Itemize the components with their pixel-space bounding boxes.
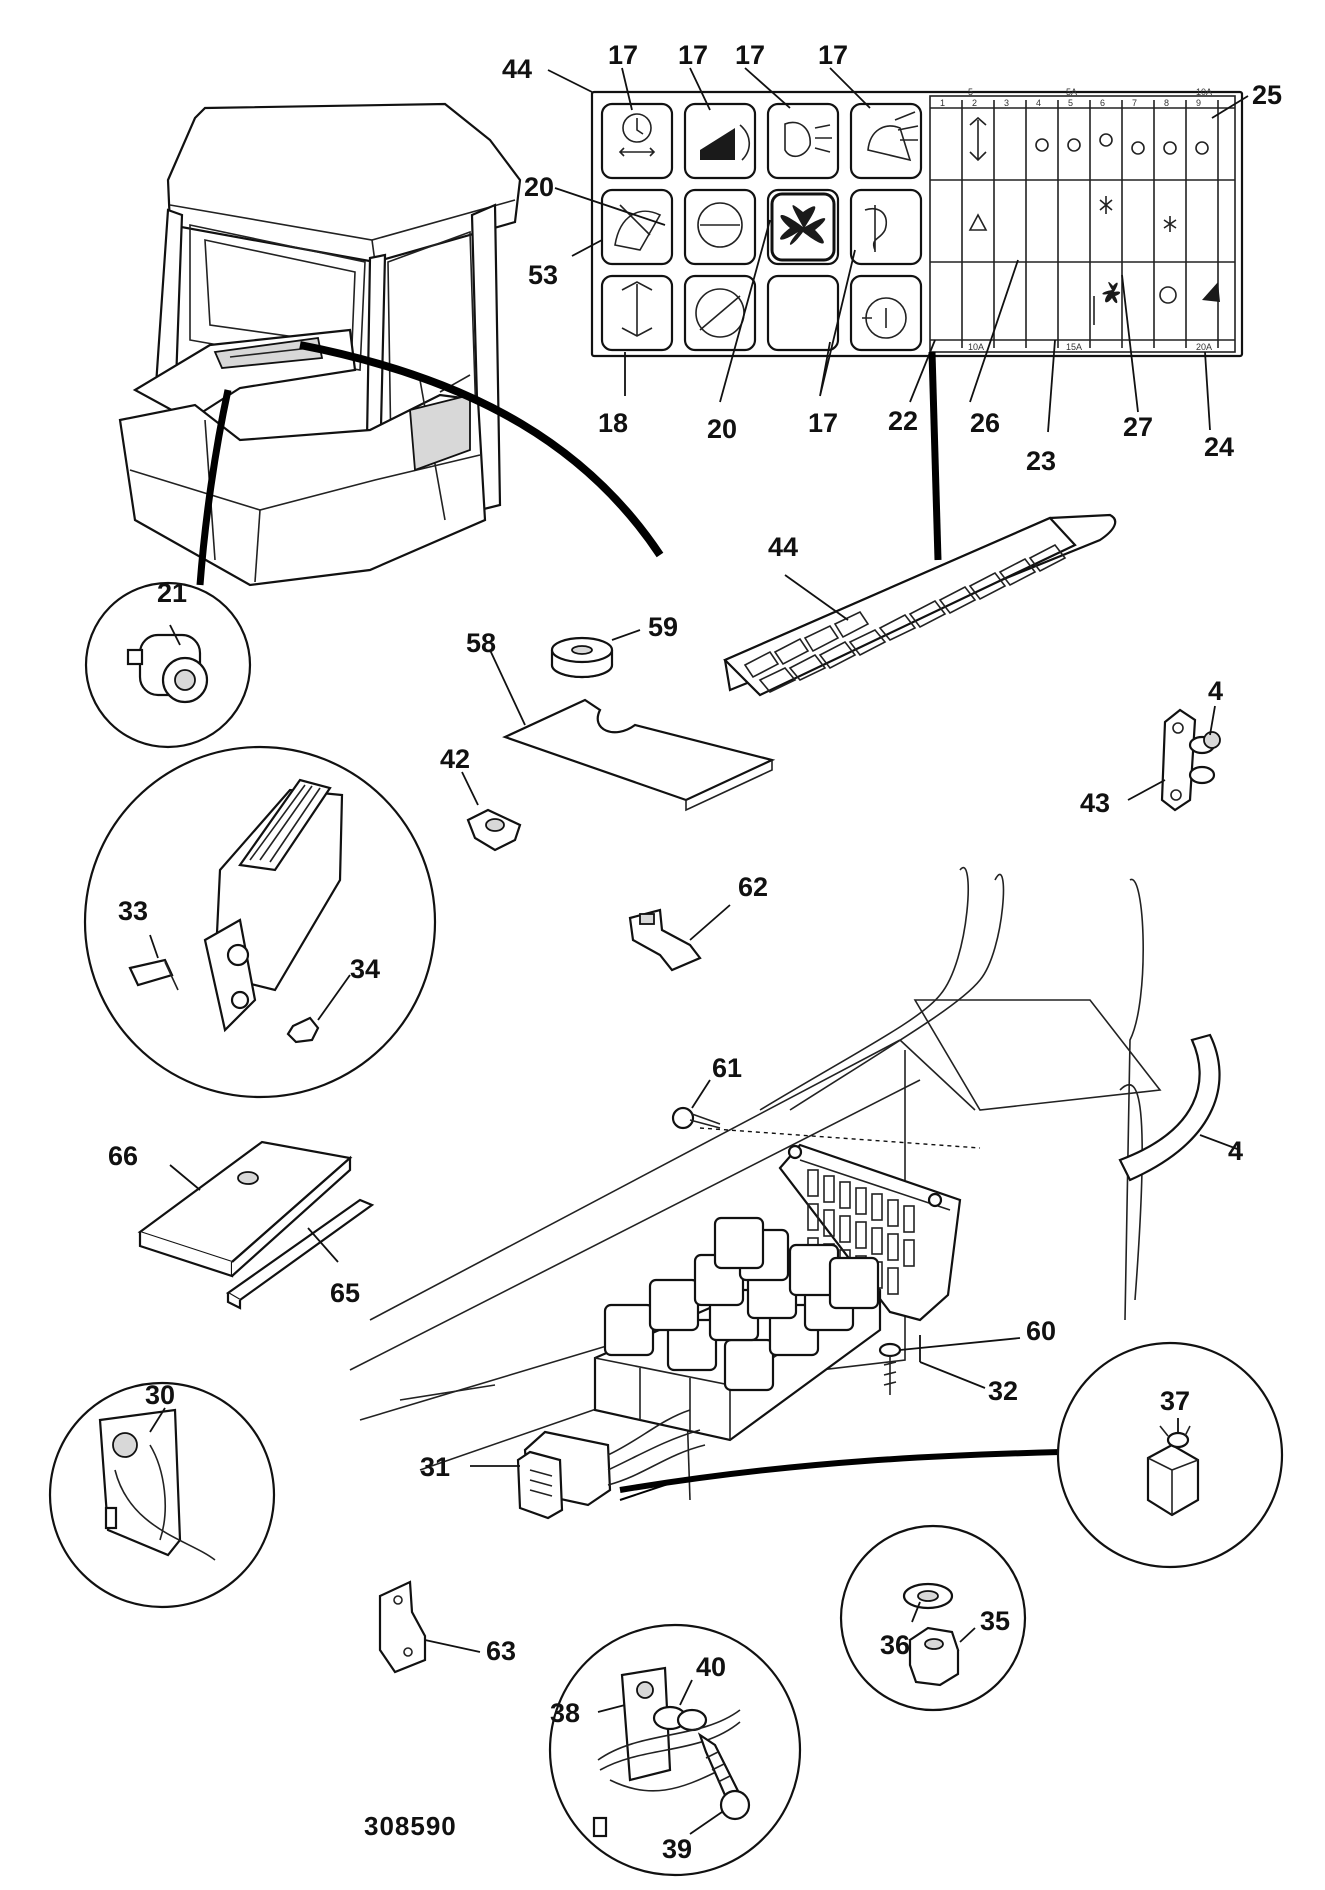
- bracket-62: 62: [628, 872, 768, 972]
- callout-17: 17: [808, 408, 838, 438]
- clip-detail: 30: [48, 1380, 276, 1609]
- callout-62: 62: [738, 872, 768, 902]
- connector-31: 31: [420, 1409, 1061, 1520]
- panel-32: 32: [919, 1335, 1018, 1406]
- callout-33: 33: [118, 896, 148, 926]
- fuse-col-1: 1: [940, 98, 945, 108]
- p-clip-detail: 40 38 39: [548, 1623, 802, 1877]
- callout-30: 37: [1160, 1386, 1190, 1416]
- fuse-rating-bottom-1: 10A: [968, 342, 984, 352]
- fuse-block: 1 2 3 4 5 6 7 8 9 5 5A 10A 10A 15A 20A: [929, 87, 1236, 353]
- fuse-col-4: 4: [1036, 98, 1041, 108]
- fuse-rating-top-3: 10A: [1196, 87, 1212, 97]
- callout-17: 17: [608, 40, 638, 70]
- callout-44: 44: [502, 54, 532, 84]
- fuse-col-5: 5: [1068, 98, 1073, 108]
- switch-symbols: [614, 111, 919, 339]
- fuse-col-2: 2: [972, 98, 977, 108]
- screw-61: 61: [671, 1053, 981, 1149]
- callout-65: 65: [330, 1278, 360, 1308]
- callout-60: 60: [1026, 1316, 1056, 1346]
- callout-66: 66: [108, 1141, 138, 1171]
- callout-17: 17: [735, 40, 765, 70]
- work-light-icon: [700, 128, 735, 160]
- callout-58: 58: [466, 628, 496, 658]
- callout-26: 26: [970, 408, 1000, 438]
- cab-illustration: [118, 102, 664, 587]
- relay-detail: 37: [1056, 1341, 1284, 1569]
- fuse-col-3: 3: [1004, 98, 1009, 108]
- callout-39: 39: [662, 1834, 692, 1864]
- fuse-rating-top-2: 5A: [1066, 87, 1077, 97]
- seal-strip-4: 4: [1118, 1033, 1243, 1182]
- callout-18: 18: [598, 408, 628, 438]
- callout-23: 23: [1026, 446, 1056, 476]
- callout-59: 59: [648, 612, 678, 642]
- callout-34: 34: [350, 954, 380, 984]
- clip-43: 42: [440, 744, 522, 852]
- fuse-col-6: 6: [1100, 98, 1105, 108]
- fuse-col-9: 9: [1196, 98, 1201, 108]
- switch-21-detail: 21: [84, 578, 252, 749]
- callout-24: 24: [1204, 432, 1234, 462]
- callout-17: 17: [818, 40, 848, 70]
- grommet-59: 59: [550, 612, 678, 679]
- callout-20: 20: [524, 172, 554, 202]
- callout-43: 42: [440, 744, 470, 774]
- callout-36: 36: [880, 1630, 910, 1660]
- callout-27: 27: [1123, 412, 1153, 442]
- pad-66: 66: [108, 1140, 353, 1278]
- callout-21: 21: [157, 578, 187, 608]
- callout-4: 4: [1208, 676, 1223, 706]
- callout-63: 63: [486, 1636, 516, 1666]
- cover-plate-58: 58: [466, 628, 776, 812]
- callout-53: 53: [528, 260, 558, 290]
- callout-37: 30: [145, 1380, 175, 1410]
- callout-20: 20: [707, 414, 737, 444]
- figure-reference-number: 308590: [364, 1811, 457, 1841]
- callout-38: 38: [550, 1698, 580, 1728]
- callout-44: 44: [768, 532, 798, 562]
- fuse-rating-top-1: 5: [968, 87, 973, 97]
- ecu-detail: 33 34: [83, 745, 437, 1099]
- bracket-42: 4 43: [1080, 676, 1223, 818]
- callout-32: 32: [988, 1376, 1018, 1406]
- fan-icon: [780, 205, 826, 245]
- callout-22: 22: [888, 406, 918, 436]
- callout-25: 25: [1252, 80, 1282, 110]
- callout-61: 61: [712, 1053, 742, 1083]
- callout-31: 31: [420, 1452, 450, 1482]
- callout-42: 43: [1080, 788, 1110, 818]
- nut-washer-detail: 36 35: [839, 1524, 1027, 1712]
- callout-35: 35: [980, 1606, 1010, 1636]
- screw-60: 60: [878, 1316, 1056, 1395]
- fuse-rating-bottom-2: 15A: [1066, 342, 1082, 352]
- callout-17: 17: [678, 40, 708, 70]
- fuse-col-7: 7: [1132, 98, 1137, 108]
- bracket-63: 63: [378, 1580, 516, 1674]
- fuse-col-8: 8: [1164, 98, 1169, 108]
- relay-array: [603, 1216, 880, 1392]
- switch-panel-overlay: 44: [723, 513, 1117, 697]
- callout-40: 40: [696, 1652, 726, 1682]
- fuse-rating-bottom-3: 20A: [1196, 342, 1212, 352]
- switch-panel: 1 2 3 4 5 6 7 8 9 5 5A 10A 10A 15A 20A: [590, 87, 1244, 358]
- switch-panel-callouts: 44 17 17 17 17 25 20 53 18 20 17 22 26 2…: [502, 40, 1282, 561]
- callout-4: 4: [1228, 1136, 1243, 1166]
- strip-65: 65: [225, 1198, 375, 1310]
